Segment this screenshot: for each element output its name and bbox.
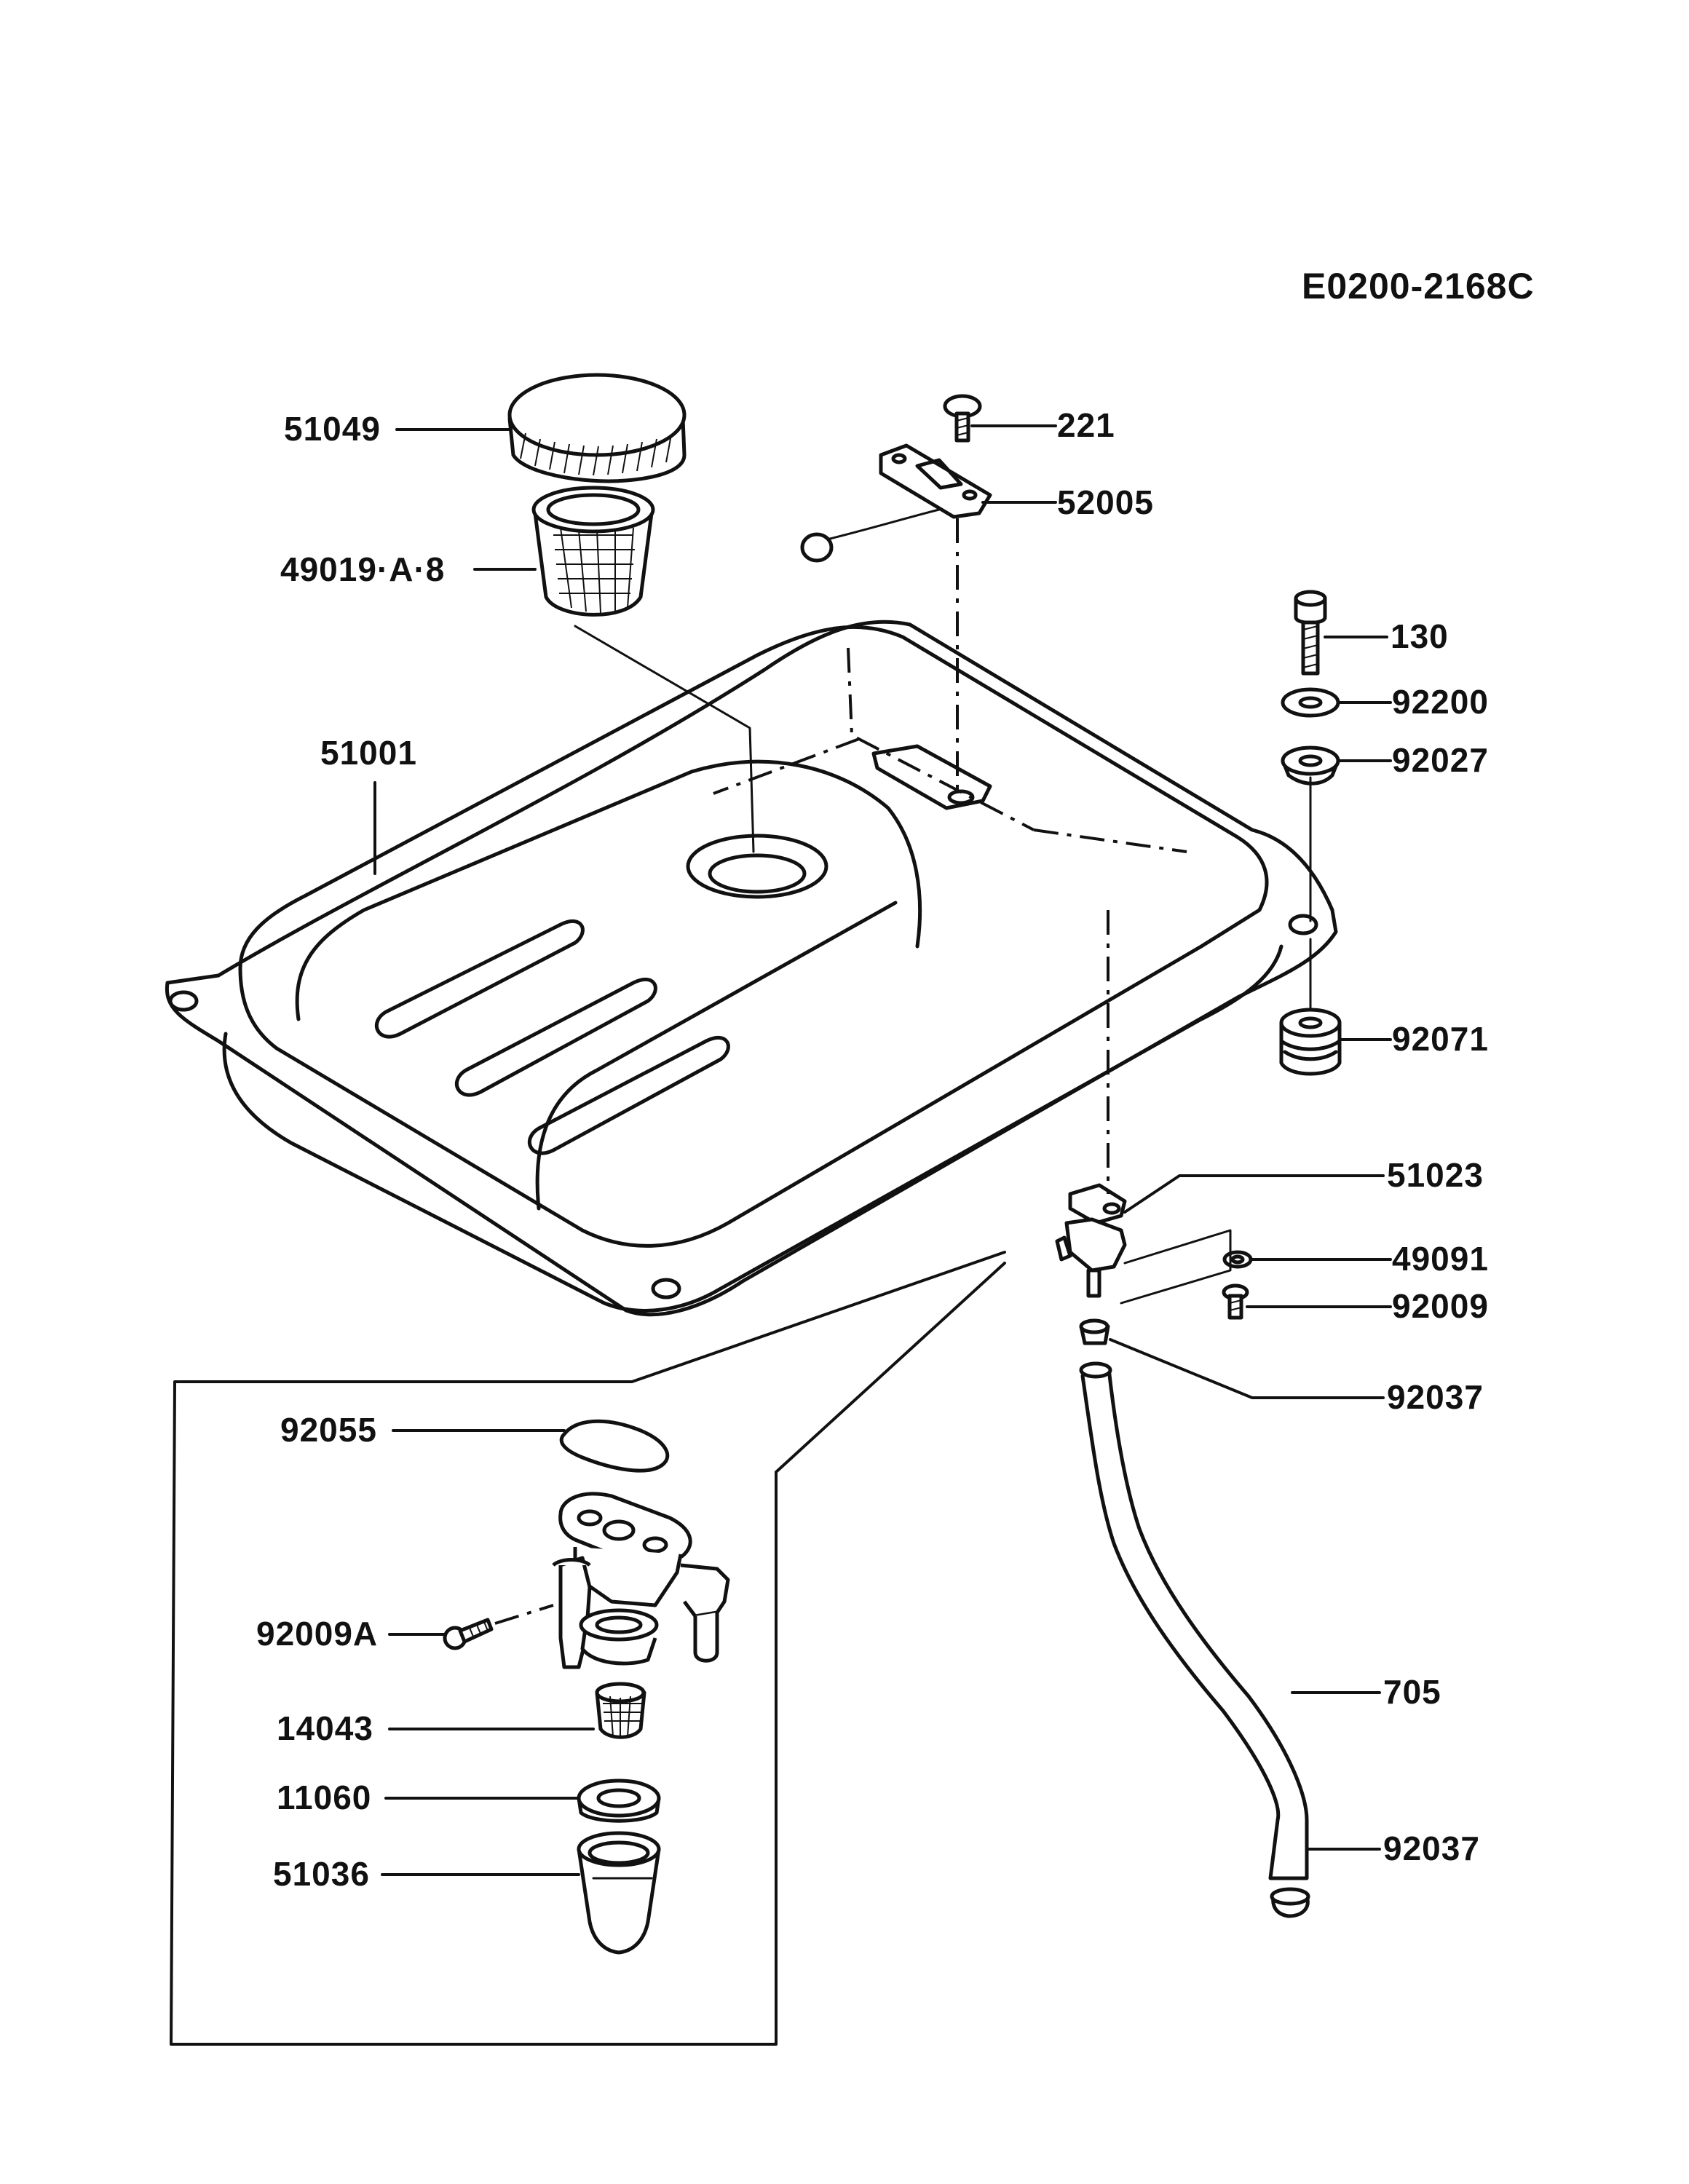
label-49019-A-8: 49019·A·8 — [280, 550, 445, 588]
label-51036: 51036 — [273, 1855, 370, 1893]
filler-strainer — [531, 486, 655, 617]
label-221: 221 — [1057, 406, 1115, 444]
label-49091: 49091 — [1392, 1240, 1489, 1278]
label-92055: 92055 — [280, 1411, 377, 1449]
fuel-filler-cap — [507, 373, 687, 483]
label-92037-bottom: 92037 — [1383, 1829, 1480, 1867]
fuel-hose — [1079, 1361, 1309, 1880]
label-52005: 52005 — [1057, 483, 1154, 521]
screw-92009A — [443, 1604, 554, 1650]
label-51049: 51049 — [284, 410, 381, 448]
label-92027: 92027 — [1392, 741, 1489, 779]
washer-92200 — [1281, 687, 1340, 718]
washer-49091 — [1222, 1250, 1253, 1269]
screw-92009 — [1222, 1283, 1249, 1320]
fuel-cock-detail — [552, 1492, 730, 1669]
damper-92071 — [1279, 1008, 1342, 1076]
detail-box-outline — [170, 1251, 1006, 2046]
screw-221 — [943, 394, 982, 443]
cup-51036 — [577, 1831, 661, 1955]
label-14043: 14043 — [277, 1709, 373, 1747]
leader-lines — [373, 424, 1392, 1876]
label-92037-top: 92037 — [1387, 1378, 1484, 1416]
label-705: 705 — [1383, 1673, 1441, 1711]
oring-11060 — [577, 1779, 661, 1823]
label-92200: 92200 — [1392, 683, 1489, 721]
label-51001: 51001 — [320, 734, 417, 772]
drawing-code: E0200-2168C — [1302, 266, 1535, 306]
clamp-92037-bottom — [1270, 1887, 1310, 1918]
fuel-gauge — [800, 443, 992, 563]
label-92009: 92009 — [1392, 1287, 1489, 1325]
fuel-tank — [165, 620, 1338, 1317]
fuel-cock-small — [1055, 1183, 1127, 1345]
label-130: 130 — [1391, 617, 1449, 655]
label-11060: 11060 — [277, 1779, 371, 1816]
label-51023: 51023 — [1387, 1156, 1484, 1194]
label-92009A: 92009A — [256, 1615, 378, 1653]
label-92071: 92071 — [1392, 1020, 1489, 1058]
bolt-130 — [1294, 590, 1327, 676]
gasket-92055 — [559, 1419, 670, 1473]
screen-14043 — [595, 1682, 646, 1739]
